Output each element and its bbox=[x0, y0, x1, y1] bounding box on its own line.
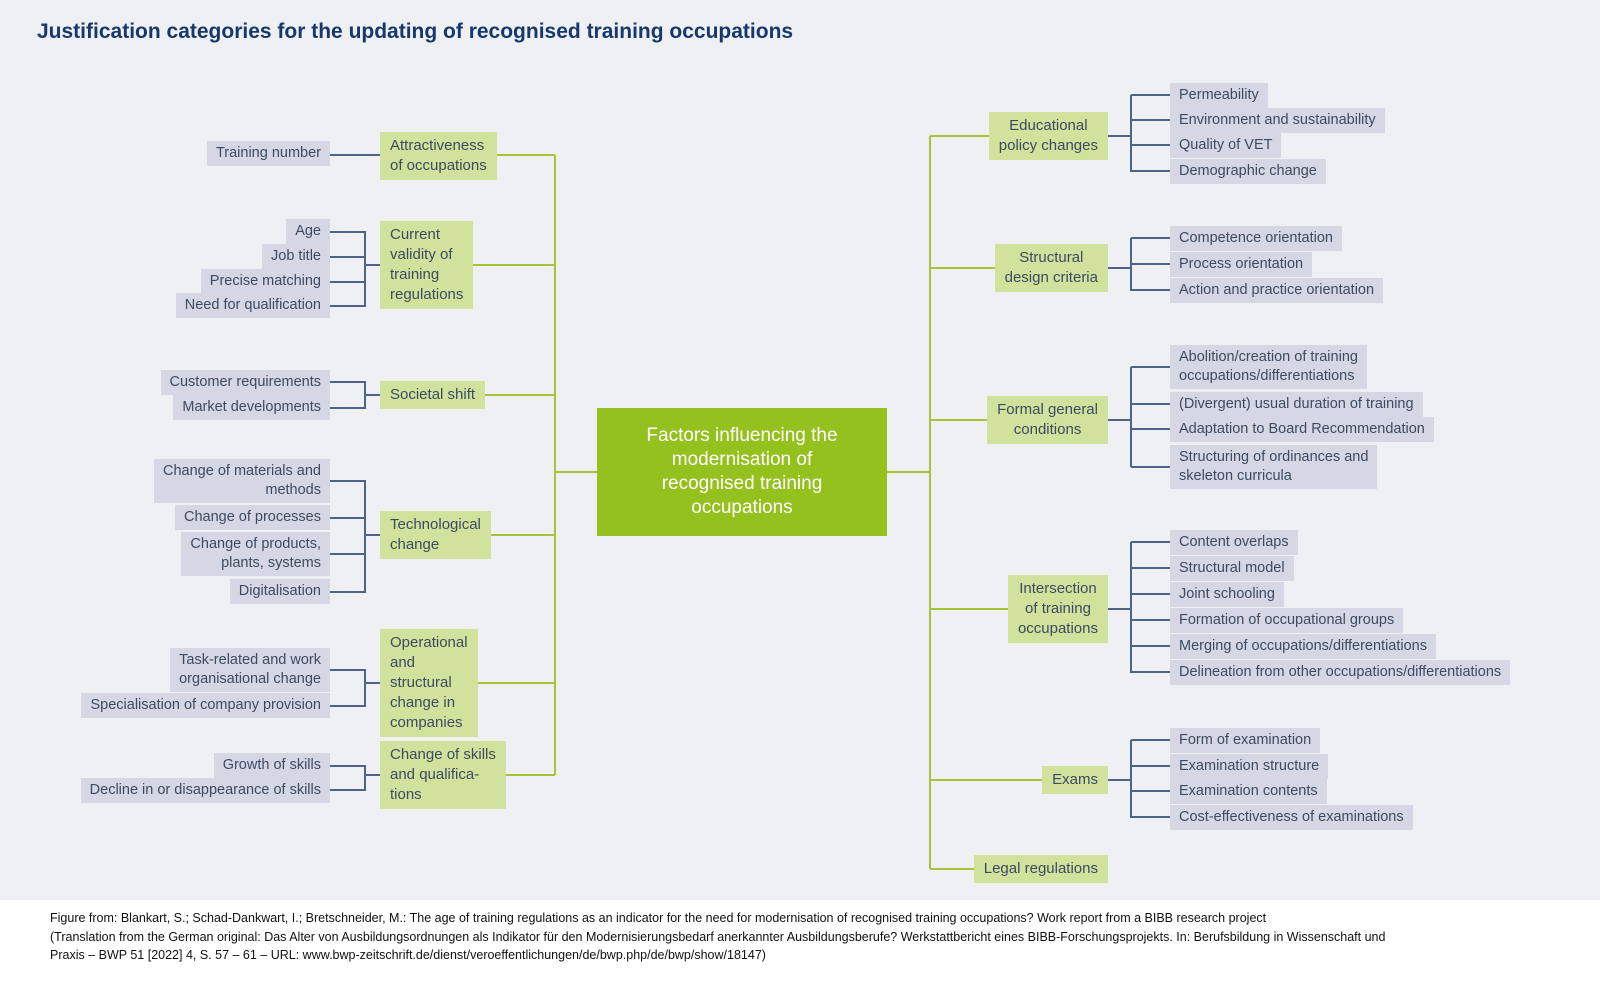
leaf-specialisation-of-company-provision: Specialisation of company provision bbox=[81, 693, 330, 718]
leaf-permeability: Permeability bbox=[1170, 83, 1268, 108]
leaf-digitalisation: Digitalisation bbox=[229, 579, 330, 604]
caption-line-3: Praxis – BWP 51 [2022] 4, S. 57 – 61 – U… bbox=[50, 948, 766, 962]
branch-societal-shift: Societal shift bbox=[380, 381, 486, 409]
leaf-structuring-of-ordinances: Structuring of ordinances and skeleton c… bbox=[1170, 445, 1378, 489]
leaf-content-overlaps: Content overlaps bbox=[1170, 530, 1298, 555]
branch-educational-policy-changes: Educational policy changes bbox=[988, 112, 1108, 160]
leaf-need-for-qualification: Need for qualification bbox=[175, 293, 330, 318]
leaf-delineation-from-other-occupations: Delineation from other occupations/diffe… bbox=[1170, 660, 1511, 685]
figure-caption: Figure from: Blankart, S.; Schad-Dankwar… bbox=[0, 900, 1600, 992]
leaf-job-title: Job title bbox=[262, 244, 330, 269]
page-title: Justification categories for the updatin… bbox=[37, 20, 794, 43]
leaf-age: Age bbox=[286, 219, 330, 244]
branch-attractiveness-of-occupations: Attractiveness of occupations bbox=[380, 132, 497, 180]
leaf-joint-schooling: Joint schooling bbox=[1170, 582, 1284, 607]
branch-operational-structural-change: Operational and structural change in com… bbox=[380, 629, 478, 737]
leaf-process-orientation: Process orientation bbox=[1170, 252, 1313, 277]
leaf-change-of-materials-and-methods: Change of materials and methods bbox=[154, 459, 330, 503]
branch-exams: Exams bbox=[1042, 766, 1108, 794]
leaf-quality-of-vet: Quality of VET bbox=[1170, 133, 1282, 158]
leaf-change-of-processes: Change of processes bbox=[174, 505, 330, 530]
leaf-form-of-examination: Form of examination bbox=[1170, 728, 1321, 753]
branch-current-validity-of-training-regulations: Current validity of training regulations bbox=[380, 221, 474, 309]
branch-formal-general-conditions: Formal general conditions bbox=[987, 396, 1108, 444]
leaf-adaptation-to-board-recommendation: Adaptation to Board Recommendation bbox=[1170, 417, 1434, 442]
leaf-change-of-products-plants-systems: Change of products, plants, systems bbox=[181, 532, 330, 576]
leaf-growth-of-skills: Growth of skills bbox=[213, 753, 330, 778]
leaf-competence-orientation: Competence orientation bbox=[1170, 226, 1342, 251]
leaf-examination-structure: Examination structure bbox=[1170, 754, 1329, 779]
leaf-task-related-change: Task-related and work organisational cha… bbox=[170, 648, 330, 692]
leaf-cost-effectiveness-of-examinations: Cost-effectiveness of examinations bbox=[1170, 805, 1413, 830]
caption-line-2: (Translation from the German original: D… bbox=[50, 929, 1386, 944]
leaf-training-number: Training number bbox=[206, 141, 330, 166]
branch-change-of-skills-and-qualifications: Change of skills and qualifica- tions bbox=[380, 741, 506, 809]
leaf-formation-of-occupational-groups: Formation of occupational groups bbox=[1170, 608, 1404, 633]
leaf-customer-requirements: Customer requirements bbox=[160, 370, 330, 395]
branch-legal-regulations: Legal regulations bbox=[973, 855, 1108, 883]
branch-technological-change: Technological change bbox=[380, 511, 491, 559]
leaf-divergent-usual-duration-of-training: (Divergent) usual duration of training bbox=[1170, 392, 1423, 417]
leaf-examination-contents: Examination contents bbox=[1170, 779, 1327, 804]
leaf-market-developments: Market developments bbox=[173, 395, 330, 420]
branch-structural-design-criteria: Structural design criteria bbox=[994, 244, 1108, 292]
leaf-environment-and-sustainability: Environment and sustainability bbox=[1170, 108, 1385, 133]
caption-line-1: Figure from: Blankart, S.; Schad-Dankwar… bbox=[50, 911, 1267, 925]
leaf-merging-of-occupations: Merging of occupations/differentiations bbox=[1170, 634, 1436, 659]
leaf-structural-model: Structural model bbox=[1170, 556, 1294, 581]
central-node: Factors influencing the modernisation of… bbox=[597, 408, 887, 536]
figure-caption-text: Figure from: Blankart, S.; Schad-Dankwar… bbox=[50, 909, 1385, 965]
leaf-abolition-creation-of-training-occupations: Abolition/creation of training occupatio… bbox=[1170, 345, 1367, 389]
leaf-demographic-change: Demographic change bbox=[1170, 159, 1326, 184]
leaf-action-and-practice-orientation: Action and practice orientation bbox=[1170, 278, 1384, 303]
leaf-precise-matching: Precise matching bbox=[200, 269, 330, 294]
branch-intersection-of-training-occupations: Intersection of training occupations bbox=[1007, 575, 1108, 643]
leaf-decline-of-skills: Decline in or disappearance of skills bbox=[80, 778, 330, 803]
